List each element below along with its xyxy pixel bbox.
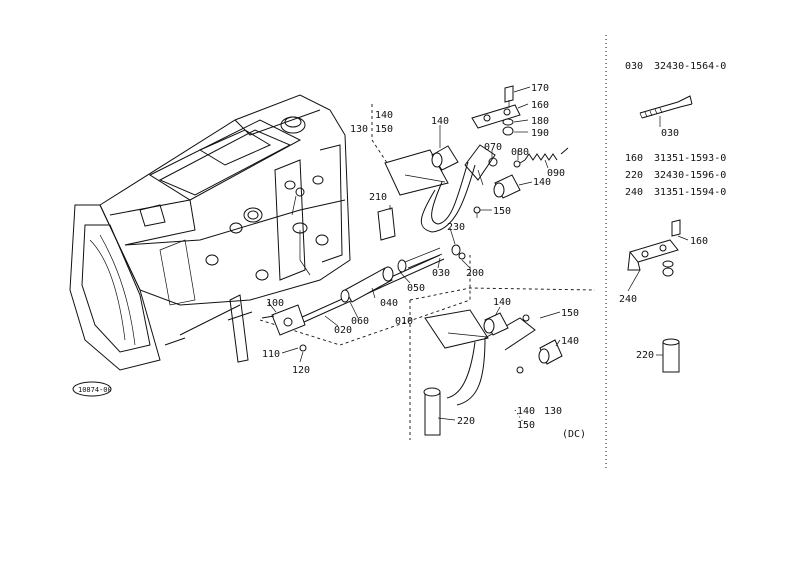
- callout-labels: 140 150 130 140 210 230 170 160 180 190 …: [262, 83, 586, 440]
- variant-label: (DC): [562, 429, 586, 440]
- callout-120: 120: [292, 365, 310, 376]
- callout-090: 090: [547, 168, 565, 179]
- callout-140-lower: 140: [493, 297, 511, 308]
- parts-list-part-0: 32430-1564-0: [654, 61, 726, 72]
- callout-220: 220: [457, 416, 475, 427]
- callout-010: 010: [395, 316, 413, 327]
- callout-080: 080: [511, 147, 529, 158]
- side-callout-240: 240: [619, 294, 637, 305]
- callout-210: 210: [369, 192, 387, 203]
- callout-160: 160: [531, 100, 549, 111]
- callout-230: 230: [447, 222, 465, 233]
- callout-130-top: 130: [350, 124, 368, 135]
- callout-130-bot: 130: [544, 406, 562, 417]
- callout-140-bot: 140: [517, 406, 535, 417]
- ref-tag: 10874-00: [78, 386, 112, 394]
- callout-150-bot: 150: [517, 420, 535, 431]
- upper-clutch-pedal: [371, 85, 569, 241]
- callout-150-top: 150: [375, 124, 393, 135]
- callout-140-pedal: 140: [431, 116, 449, 127]
- callout-150-lower: 150: [561, 308, 579, 319]
- callout-060: 060: [351, 316, 369, 327]
- callout-190: 190: [531, 128, 549, 139]
- side-callout-labels: 030 160 240 220: [619, 128, 708, 361]
- parts-list-no-3: 240: [625, 187, 643, 198]
- transmission-housing: [69, 94, 351, 397]
- callout-150-mid: 150: [493, 206, 511, 217]
- callout-180: 180: [531, 116, 549, 127]
- callout-040: 040: [380, 298, 398, 309]
- parts-list-part-2: 32430-1596-0: [654, 170, 726, 181]
- callout-110: 110: [262, 349, 280, 360]
- callout-070: 070: [484, 142, 502, 153]
- callout-030: 030: [432, 268, 450, 279]
- ref-tag-oval: [72, 381, 112, 397]
- side-detail-parts: [627, 95, 693, 373]
- callout-170: 170: [531, 83, 549, 94]
- parts-list-no-2: 220: [625, 170, 643, 181]
- parts-list-part-3: 31351-1594-0: [654, 187, 726, 198]
- parts-list-no-1: 160: [625, 153, 643, 164]
- callout-050: 050: [407, 283, 425, 294]
- callout-140-right: 140: [533, 177, 551, 188]
- side-callout-220: 220: [636, 350, 654, 361]
- side-callout-030: 030: [661, 128, 679, 139]
- clutch-rod-assembly: [259, 244, 471, 352]
- parts-list: 030 32430-1564-0 160 31351-1593-0 220 32…: [625, 61, 726, 198]
- callout-200: 200: [466, 268, 484, 279]
- parts-list-no-0: 030: [625, 61, 643, 72]
- callout-140-lower2: 140: [561, 336, 579, 347]
- callout-100: 100: [266, 298, 284, 309]
- parts-list-part-1: 31351-1593-0: [654, 153, 726, 164]
- side-callout-160: 160: [690, 236, 708, 247]
- leader-lines: [267, 86, 689, 421]
- callout-140-top: 140: [375, 110, 393, 121]
- lower-clutch-pedal-dc: [409, 287, 596, 440]
- callout-020: 020: [334, 325, 352, 336]
